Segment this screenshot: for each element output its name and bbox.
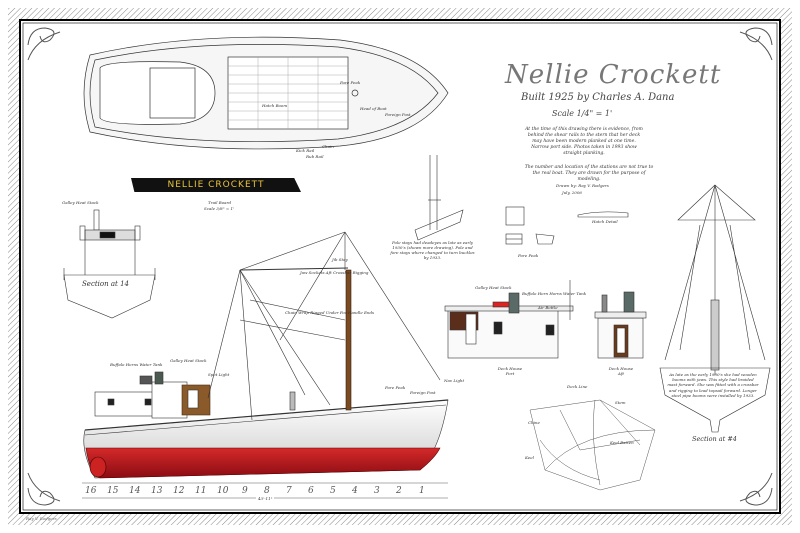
station-number: 3 <box>374 486 380 496</box>
station-number: 4 <box>352 486 358 496</box>
station-number: 12 <box>173 486 185 496</box>
trail-board-caption: Trail Board <box>208 200 231 205</box>
plan-callout: Foreign Post <box>385 112 411 117</box>
profile-callout: Foreign Post <box>410 390 436 395</box>
profile-callout: Galley Heat Stack <box>170 358 207 363</box>
section-4-drawing <box>659 184 771 433</box>
deck-house-callout-2: Buffalo Horn Horns Water Tank <box>522 291 587 296</box>
name-board: NELLIE CROCKETT <box>131 178 301 192</box>
plan-callout: Fore Peak <box>340 80 361 85</box>
profile-callout: Spot Light <box>208 372 230 377</box>
plan-callout: Head of Boat <box>360 106 387 111</box>
station-number: 8 <box>264 486 270 496</box>
frames-diagram <box>529 399 656 491</box>
frames-callout: Keel <box>525 455 534 460</box>
section-4-note: As late as the early 1930's she had wood… <box>667 372 759 398</box>
section-14-callout: Galley Heat Stack <box>62 200 99 205</box>
plan-callout: Hatch Boom <box>262 103 288 108</box>
section-14-label: Section at 14 <box>82 280 129 288</box>
section-14-drawing <box>63 209 156 319</box>
station-number: 1 <box>419 486 425 496</box>
plan-callout: Chain <box>322 144 334 149</box>
plan-callout: Kick Rail <box>296 148 315 153</box>
deck-house-views <box>444 280 647 359</box>
profile-callout: Jaw Sockets Aft Crossbar Rigging <box>300 270 369 275</box>
corner-ornaments <box>27 27 773 506</box>
station-number: 6 <box>308 486 314 496</box>
overall-length: 43'-11" <box>256 496 275 501</box>
frames-callout: Deck Line <box>567 384 588 389</box>
deck-plan-view <box>83 36 449 150</box>
sailing-profile <box>82 231 449 499</box>
build-info: Built 1925 by Charles A. Dana <box>521 92 675 103</box>
frames-callout: Stem <box>615 400 626 405</box>
frames-callout: Chine <box>528 420 540 425</box>
drawing-scale: Scale 1/4" = 1' <box>552 109 613 118</box>
station-number: 15 <box>107 486 119 496</box>
deck-house-aft-caption: Deck House Aft <box>608 366 634 376</box>
mast-sketch-note: Pole stays had deadeyes as late as early… <box>390 240 475 260</box>
station-number: 13 <box>151 486 163 496</box>
station-number: 14 <box>129 486 141 496</box>
hatch-detail-caption: Hatch Detail <box>592 219 618 224</box>
frames-callout: Keel Batten <box>610 440 634 445</box>
deck-house-callout-3: Air Bottle <box>538 305 558 310</box>
hatch-details <box>505 206 629 245</box>
profile-callout: Chain Wrap Rigged Under For Handle Ends <box>285 310 375 315</box>
profile-callout: Jib Stay <box>332 257 348 262</box>
station-number: 11 <box>195 486 207 496</box>
section-4-label: Section at #4 <box>692 435 737 443</box>
fore-peak-caption: Fore Peak <box>518 253 539 258</box>
footer-credit: Ray V. Rodgers <box>26 516 57 521</box>
deck-note: At the time of this drawing there is evi… <box>525 127 643 156</box>
profile-callout: Buffalo Horns Water Tank <box>110 362 163 367</box>
station-number: 16 <box>85 486 97 496</box>
stations-note: The number and location of the stations … <box>524 165 654 182</box>
station-number: 10 <box>217 486 229 496</box>
station-number: 9 <box>242 486 248 496</box>
mast-sketch <box>414 155 464 241</box>
vessel-name-title: Nellie Crockett <box>505 60 722 90</box>
trail-board-scale: Scale 3/8" = 1' <box>204 206 235 211</box>
station-number: 7 <box>286 486 292 496</box>
plan-callout: Rub Rail <box>306 154 324 159</box>
station-number: 5 <box>330 486 336 496</box>
deck-house-callout-1: Galley Heat Stack <box>475 285 512 290</box>
profile-callout: Fore Peak <box>385 385 406 390</box>
drawing-date: July, 2006 <box>562 190 582 195</box>
station-number: 2 <box>396 486 402 496</box>
drawn-by: Drawn by: Ray V. Rodgers <box>556 183 609 188</box>
deck-house-port-caption: Deck House Port <box>497 366 523 376</box>
profile-callout: Nav Light <box>444 378 465 383</box>
